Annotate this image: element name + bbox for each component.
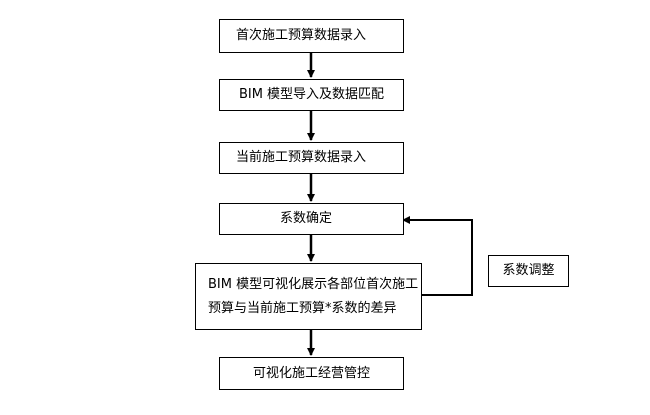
step-2-box: BIM 模型导入及数据匹配 xyxy=(219,79,404,111)
adjust-label: 系数调整 xyxy=(502,263,555,278)
step-1-box: 首次施工预算数据录入 xyxy=(219,19,404,53)
feedback-loop-arrow xyxy=(402,216,473,296)
step-3-box: 当前施工预算数据录入 xyxy=(219,142,404,174)
step-5-box: BIM 模型可视化展示各部位首次施工 预算与当前施工预算*系数的差异 xyxy=(195,263,422,330)
step-5-label-line2: 预算与当前施工预算*系数的差异 xyxy=(208,300,397,316)
step-3-label: 当前施工预算数据录入 xyxy=(236,150,367,165)
step-5-label-line1: BIM 模型可视化展示各部位首次施工 xyxy=(208,276,419,292)
adjust-box: 系数调整 xyxy=(488,255,569,287)
step-4-box: 系数确定 xyxy=(219,203,404,235)
step-4-label: 系数确定 xyxy=(280,211,333,226)
step-6-label: 可视化施工经营管控 xyxy=(252,365,370,381)
step-1-label: 首次施工预算数据录入 xyxy=(236,28,367,43)
step-2-label: BIM 模型导入及数据匹配 xyxy=(238,87,385,102)
step-6-box: 可视化施工经营管控 xyxy=(219,357,404,390)
